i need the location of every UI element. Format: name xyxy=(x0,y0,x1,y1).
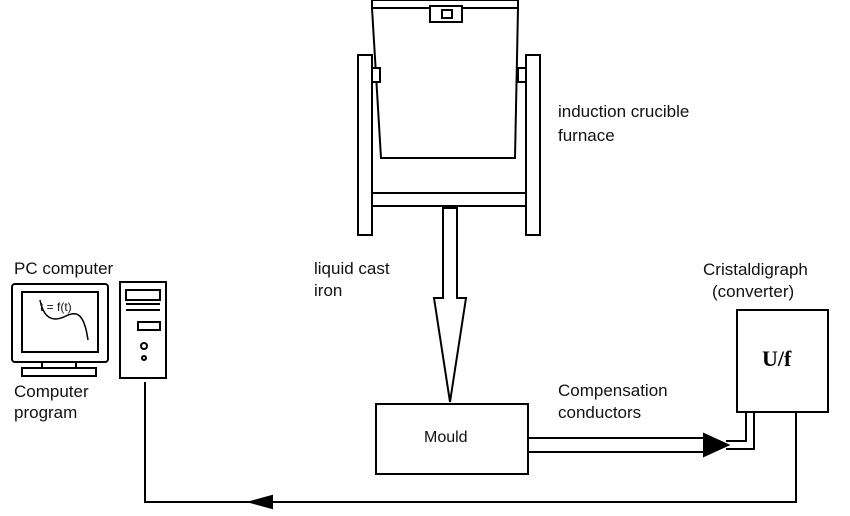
iron-label-2: iron xyxy=(314,281,343,300)
converter-box xyxy=(736,309,829,413)
induction-furnace xyxy=(357,0,541,236)
conductors-label-1: Compensation xyxy=(558,381,668,400)
iron-label-1: liquid cast xyxy=(314,259,390,278)
converter-label-1: Cristaldigraph xyxy=(703,260,808,279)
monitor xyxy=(11,283,109,377)
program-label-1: Computer xyxy=(14,382,89,401)
pc-title: PC computer xyxy=(14,259,114,278)
program-label-2: program xyxy=(14,403,78,422)
mould-label: Mould xyxy=(424,429,468,446)
screen-formula: t = f(t) xyxy=(40,300,72,314)
converter-symbol: U/f xyxy=(762,346,792,371)
signal-line xyxy=(144,382,797,510)
pour-arrow xyxy=(432,207,468,403)
furnace-label-2: furnace xyxy=(558,126,615,145)
pc-tower xyxy=(119,281,167,379)
compensation-conductors xyxy=(528,412,755,458)
furnace-label-1: induction crucible xyxy=(558,102,690,121)
converter-label-2: (converter) xyxy=(712,282,795,301)
conductors-label-2: conductors xyxy=(558,403,642,422)
